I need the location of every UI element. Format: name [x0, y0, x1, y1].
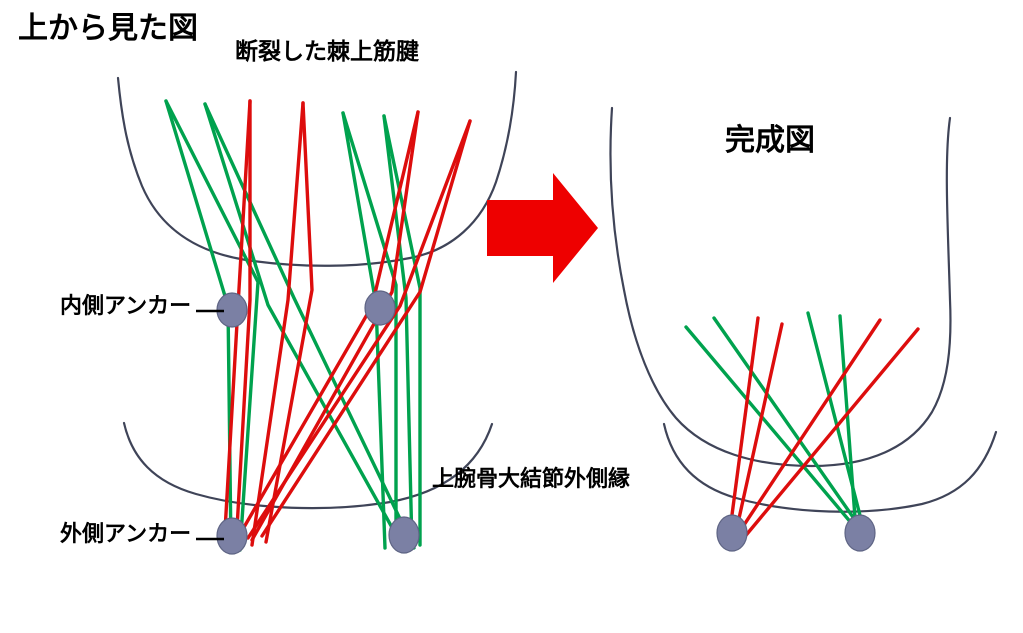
- suture-r-green-3: [806, 311, 866, 533]
- suture-r-red-2: [734, 322, 784, 534]
- label-medial-anchor: 内側アンカー: [60, 293, 192, 318]
- process-arrow: [487, 173, 598, 283]
- suture-red-6: [250, 110, 420, 542]
- suture-red-2: [234, 99, 252, 548]
- anchor-lateral-left: [216, 517, 248, 555]
- anchor-right-lateral-right: [844, 514, 876, 552]
- page-title-right: 完成図: [725, 124, 815, 157]
- torn-tendon-panel: [116, 70, 518, 555]
- anchor-right-lateral-left: [716, 514, 748, 552]
- suture-green-4: [203, 102, 416, 550]
- tuberosity-outline-right: [662, 422, 998, 513]
- left-panel-outlines: [116, 70, 518, 510]
- suture-r-green-1: [684, 325, 860, 533]
- suture-r-red-4: [740, 327, 920, 542]
- tuberosity-lower-outline: [122, 421, 494, 510]
- suture-r-red-3: [736, 318, 882, 536]
- suture-green-6: [341, 111, 398, 550]
- suture-red-4: [264, 101, 314, 544]
- tendon-outline-right: [609, 106, 952, 468]
- anchor-medial-right: [364, 290, 396, 326]
- right-panel-sutures: [684, 311, 920, 542]
- tendon-upper-outline: [116, 70, 518, 267]
- suture-r-green-2: [712, 316, 864, 532]
- right-panel-anchors: [716, 514, 876, 552]
- label-torn-tendon: 断裂した棘上筋腱: [235, 38, 419, 64]
- suture-r-green-4: [838, 314, 858, 533]
- suture-green-3: [203, 102, 406, 551]
- anchor-lateral-right: [388, 516, 420, 554]
- left-panel-anchors: [216, 290, 420, 555]
- label-greater-tuberosity: 上腕骨大結節外側縁: [432, 466, 631, 491]
- suture-r-red-1: [728, 316, 760, 532]
- page-title-left: 上から見た図: [18, 12, 198, 45]
- right-panel-outlines: [609, 106, 998, 513]
- suture-red-3: [250, 101, 305, 547]
- suture-green-7: [382, 114, 414, 549]
- suture-green-2: [164, 99, 260, 552]
- label-lateral-anchor: 外側アンカー: [60, 521, 192, 546]
- suture-red-8: [260, 119, 472, 538]
- suture-red-7: [246, 119, 472, 540]
- label-leader-lines: [196, 309, 224, 541]
- process-arrow: [487, 173, 598, 283]
- completed-repair-panel: [609, 106, 998, 552]
- left-panel-sutures: [164, 99, 472, 552]
